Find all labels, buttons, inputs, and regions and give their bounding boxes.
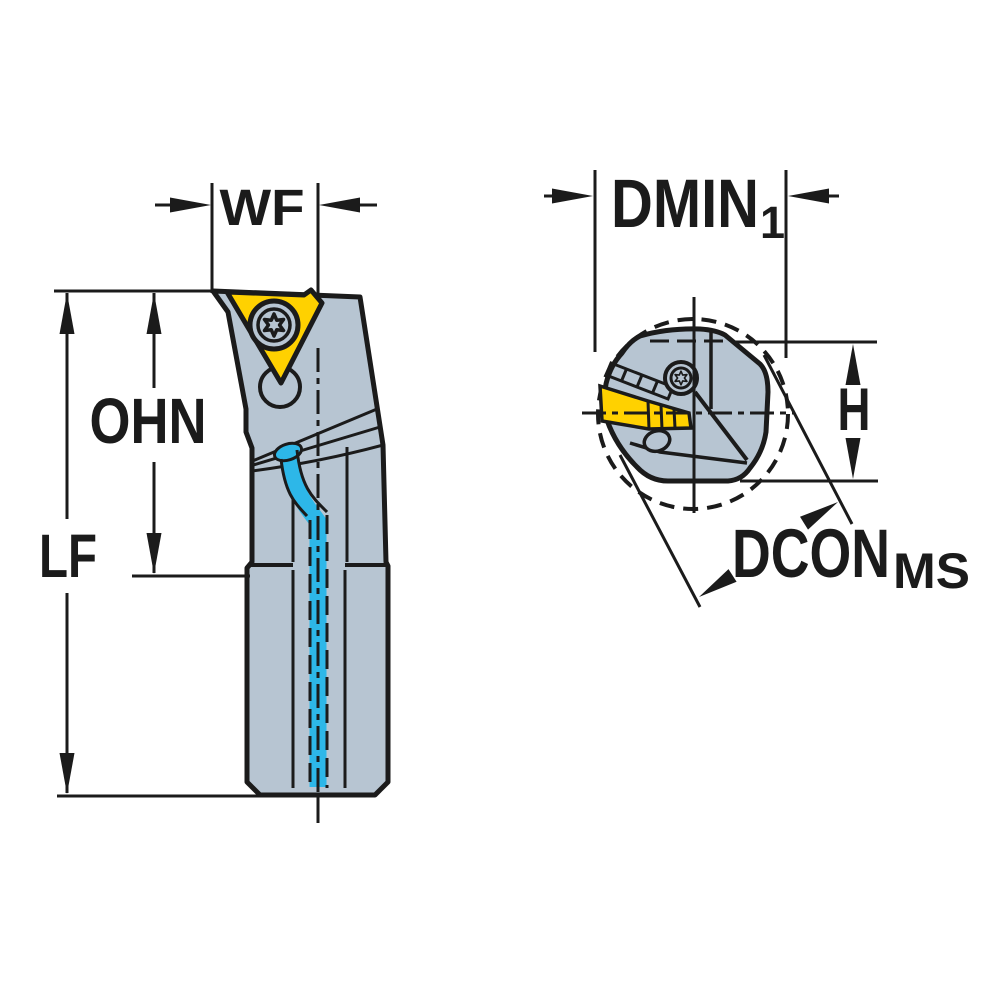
- duct-wall-bend-left: [279, 458, 309, 518]
- end-torx-star-icon: [674, 370, 688, 386]
- lf-arrow-up: [59, 293, 75, 334]
- torx-screw-end-view: [663, 360, 699, 396]
- h-arrow-down: [845, 438, 861, 479]
- dmin-subscript: 1: [760, 197, 785, 248]
- dimension-dcon: DCON MS: [618, 354, 970, 608]
- seat-serration-1: [620, 368, 628, 382]
- h-label: H: [838, 376, 871, 443]
- torx-screw: [247, 298, 301, 352]
- clamp-seam-line-1: [249, 407, 378, 464]
- coolant-inlet: [272, 441, 304, 463]
- dimension-dmin: DMIN 1: [544, 165, 839, 358]
- lf-label: LF: [39, 522, 97, 590]
- lf-arrow-down: [59, 753, 75, 794]
- h-arrow-up: [845, 344, 861, 385]
- dmin-label: DMIN: [611, 165, 759, 242]
- ohn-arrow-up: [146, 293, 162, 334]
- dcon-arrow-lower: [699, 569, 737, 597]
- dcon-flat-line-upper: [762, 354, 854, 525]
- insert-divider-1: [646, 400, 651, 430]
- dmin-arrow-right: [788, 188, 829, 204]
- wf-arrow-left: [170, 197, 211, 213]
- wf-arrow-right: [319, 197, 360, 213]
- torx-star-icon: [262, 312, 286, 338]
- dimension-ohn: OHN: [90, 293, 250, 578]
- screw-head-ring-inner: [256, 307, 292, 343]
- ohn-label: OHN: [90, 385, 207, 457]
- dimension-wf: WF: [155, 179, 377, 296]
- dcon-subscript: MS: [893, 543, 970, 599]
- dmin-arrow-left: [552, 188, 593, 204]
- seat-serration-2: [635, 374, 644, 388]
- duct-wall-bend-right: [295, 449, 329, 514]
- dcon-label: DCON: [732, 515, 890, 592]
- insert-divider-2: [659, 404, 664, 430]
- seat-serration-3: [651, 380, 659, 394]
- pocket-edge-line: [693, 390, 749, 462]
- pivot-hole: [642, 428, 672, 454]
- end-screw-ring-inner: [669, 366, 693, 390]
- seat-strip: [604, 361, 675, 401]
- dimension-lf: LF: [39, 289, 262, 798]
- dcon-flat-line-lower: [618, 454, 702, 608]
- insert-seat: [604, 361, 675, 401]
- side-view: WF OHN LF: [39, 179, 391, 823]
- clamp-seam-line-3: [251, 443, 384, 473]
- wf-label: WF: [220, 179, 305, 236]
- dcon-arrow-upper: [800, 502, 838, 530]
- ohn-arrow-down: [146, 533, 162, 574]
- clamp-seam-line-2: [249, 425, 381, 468]
- dimension-h: H: [735, 340, 878, 483]
- end-view: DMIN 1 H DCON MS: [544, 165, 970, 608]
